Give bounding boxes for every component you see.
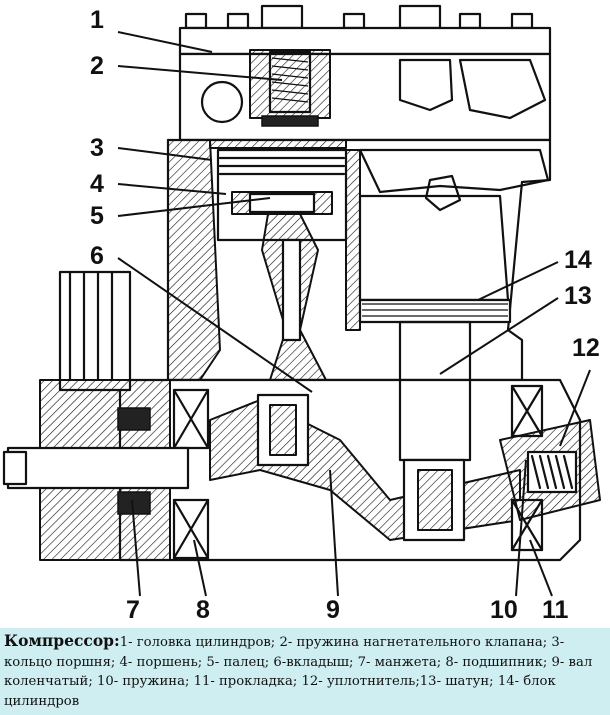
label-11: 11: [542, 596, 569, 624]
cylinder-head: [178, 4, 552, 142]
label-7: 7: [126, 596, 140, 624]
caption-title: Компрессор:: [4, 631, 120, 650]
leader-lines: [117, 31, 591, 597]
label-12: 12: [572, 334, 600, 362]
label-13: 13: [564, 282, 592, 310]
label-10: 10: [490, 596, 518, 624]
label-9: 9: [326, 596, 340, 624]
label-2: 2: [90, 52, 104, 80]
label-1: 1: [90, 6, 104, 34]
label-3: 3: [90, 134, 104, 162]
discharge-valve: [249, 49, 331, 127]
part-labels: 1 2 3 4 5 6 14 13 12 7 8 9 10 11: [90, 6, 600, 624]
label-4: 4: [90, 170, 104, 198]
caption-box: Компрессор:1- головка цилиндров; 2- пруж…: [0, 628, 610, 715]
label-8: 8: [196, 596, 210, 624]
pulley-and-shaft: [2, 270, 190, 561]
label-6: 6: [90, 242, 104, 270]
crankshaft: [209, 393, 521, 542]
compressor-diagram: 1 2 3 4 5 6 14 13 12 7 8 9 10 11: [2, 4, 601, 624]
label-5: 5: [90, 202, 104, 230]
caption-text: 1- головка цилиндров; 2- пружина нагнета…: [4, 635, 593, 709]
rear-seal-spring: [499, 419, 601, 521]
label-14: 14: [564, 246, 592, 274]
